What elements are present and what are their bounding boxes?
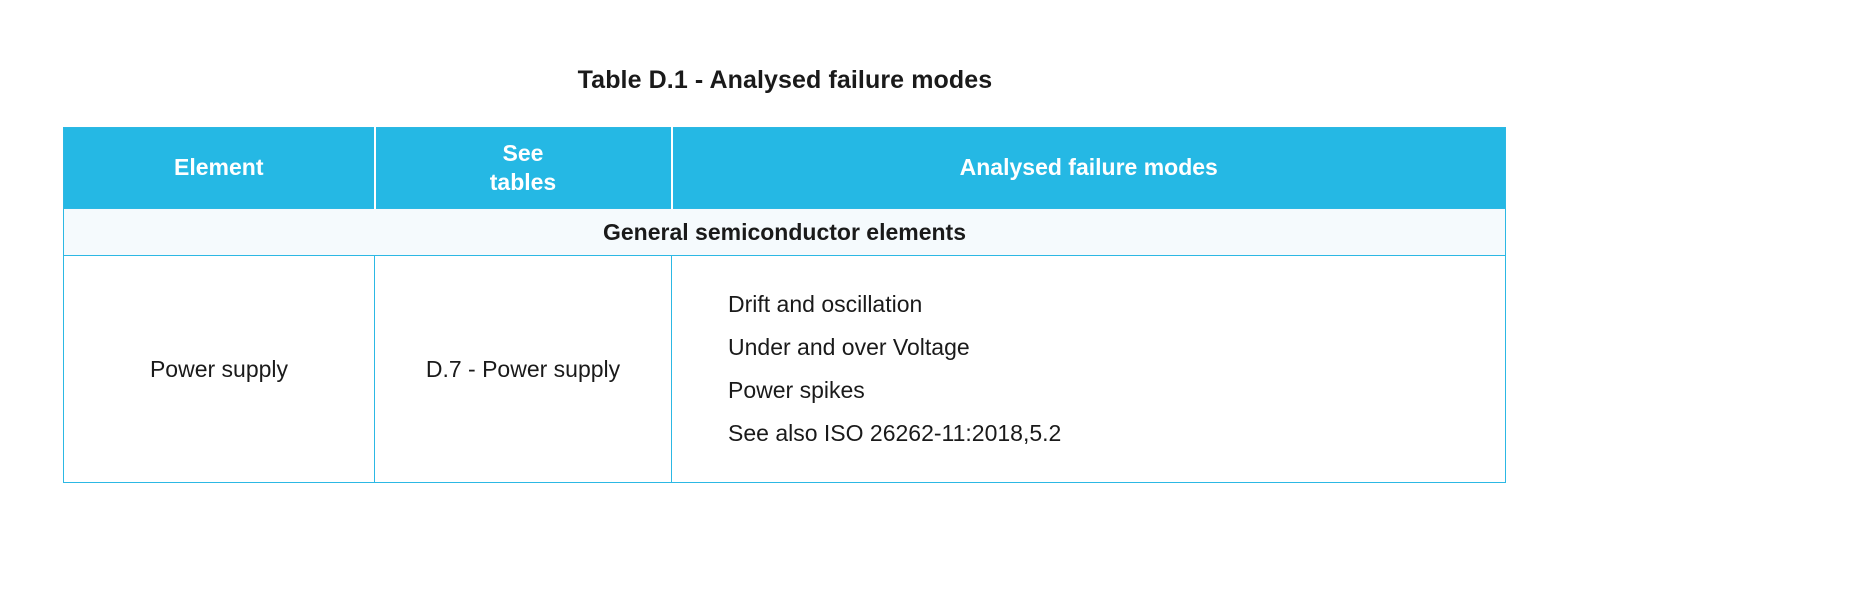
table-header: Element See tables Analysed failure mode… — [63, 127, 1506, 209]
header-row: Element See tables Analysed failure mode… — [63, 127, 1506, 209]
column-header-see-tables: See tables — [374, 127, 673, 209]
column-header-element: Element — [63, 127, 376, 209]
cell-analysed-failure-modes: Drift and oscillation Under and over Vol… — [671, 255, 1506, 483]
cell-element-power-supply: Power supply — [63, 255, 375, 483]
section-header-row: General semiconductor elements — [63, 208, 1506, 256]
list-item: Under and over Voltage — [728, 334, 970, 360]
list-item: See also ISO 26262-11:2018,5.2 — [728, 420, 1062, 446]
analysed-failure-modes-table: Element See tables Analysed failure mode… — [63, 127, 1506, 483]
column-header-see-tables-line2: tables — [489, 169, 557, 195]
column-header-see-tables-line1: See — [502, 139, 544, 166]
section-heading-general-semiconductor-elements: General semiconductor elements — [63, 208, 1506, 256]
list-item: Drift and oscillation — [728, 291, 923, 317]
table-title: Table D.1 - Analysed failure modes — [577, 66, 993, 94]
list-item: Power spikes — [728, 377, 865, 403]
table-container: Element See tables Analysed failure mode… — [63, 127, 1506, 483]
failure-mode-list: Drift and oscillation Under and over Vol… — [728, 283, 1495, 455]
table-row: Power supply D.7 - Power supply Drift an… — [63, 255, 1506, 483]
column-header-analysed-failure-modes: Analysed failure modes — [671, 127, 1506, 209]
table-body: General semiconductor elements Power sup… — [63, 208, 1506, 483]
cell-see-tables-d7-power-supply: D.7 - Power supply — [374, 255, 672, 483]
